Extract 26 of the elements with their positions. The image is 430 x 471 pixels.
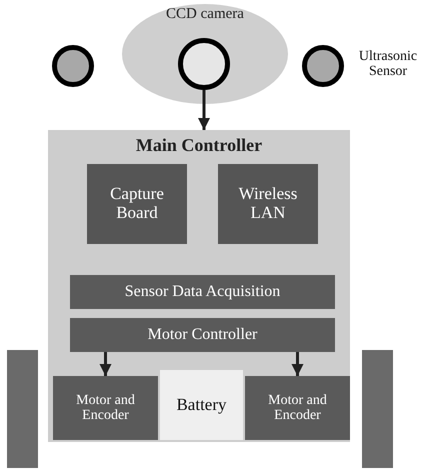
sensor-caption: Ultrasonic Sensor [358,50,418,80]
node-label: Motor Controller [146,326,258,344]
motor-box [53,376,158,440]
node-label: Battery [175,396,228,414]
sensor-circle [52,45,94,87]
board-box [218,164,318,244]
camera-housing [122,4,288,104]
arrow [198,90,210,130]
node-label: Motor and Encoder [75,392,136,424]
node-label: Motor and Encoder [267,392,328,424]
node-label: Wireless LAN [238,185,298,223]
controller-panel [48,130,350,442]
battery-box [160,370,243,440]
node-heading: Main Controller [134,136,264,156]
motor-box [245,376,350,440]
board-box [87,164,187,244]
node-heading: CCD camera [165,6,245,22]
wheel-bar [362,350,393,468]
arrow [100,352,112,376]
sensor-circle [302,45,344,87]
node-label: Capture Board [109,185,165,223]
module-bar [70,275,335,309]
arrow [292,352,304,376]
wheel-bar [7,350,38,468]
node-label: Sensor Data Acquisition [124,283,282,301]
module-bar [70,318,335,352]
